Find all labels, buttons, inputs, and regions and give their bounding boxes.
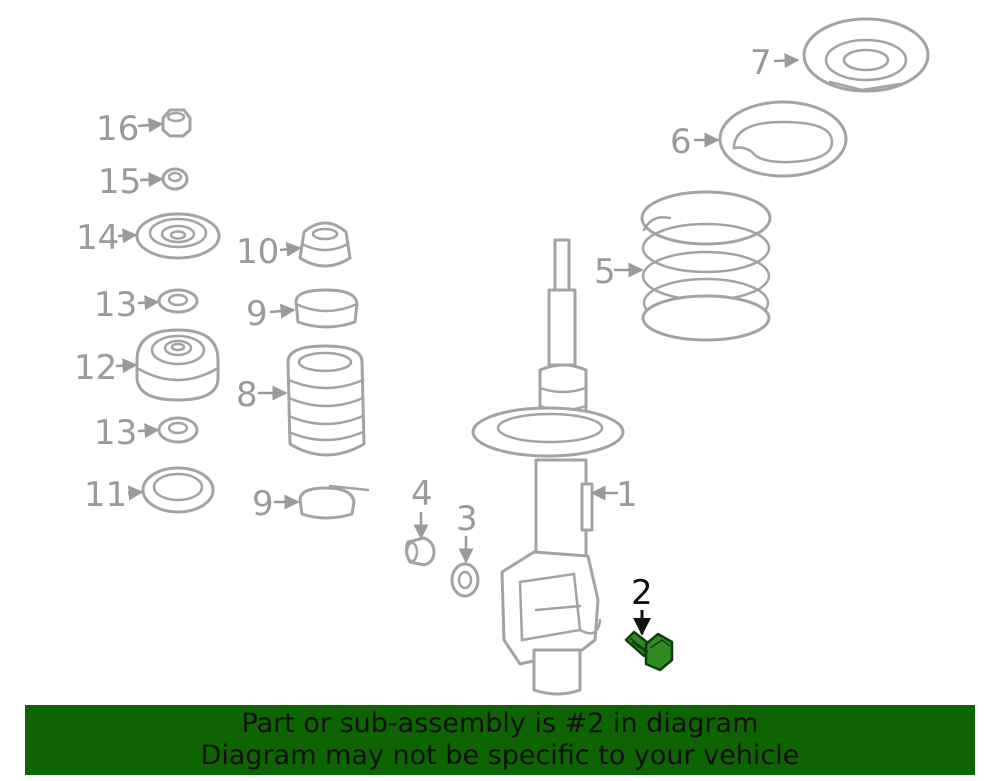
- part-7-spring-seat[interactable]: [802, 17, 930, 93]
- part-9-clip-upper[interactable]: [294, 288, 359, 329]
- callout-arrows: [115, 53, 800, 636]
- banner-line-disclaimer: Diagram may not be specific to your vehi…: [200, 740, 800, 771]
- banner-line-part: Part or sub-assembly is #2 in diagram: [241, 708, 759, 739]
- part-3-washer[interactable]: [450, 562, 480, 598]
- callout-15: 15: [98, 162, 141, 202]
- part-16-nut[interactable]: [161, 108, 192, 138]
- part-9-clip-lower[interactable]: [298, 484, 370, 520]
- callout-9-upper: 9: [246, 294, 268, 334]
- callout-4: 4: [411, 474, 433, 514]
- callout-12: 12: [74, 348, 117, 388]
- part-13-washer-upper[interactable]: [157, 288, 199, 314]
- part-10-bump-stop[interactable]: [298, 221, 352, 268]
- callout-11: 11: [84, 475, 127, 515]
- part-4-bushing[interactable]: [404, 536, 436, 567]
- callout-3: 3: [456, 499, 478, 539]
- part-8-dust-boot[interactable]: [286, 344, 366, 457]
- part-13-washer-lower[interactable]: [157, 416, 199, 444]
- part-15-washer[interactable]: [161, 167, 189, 191]
- part-6-isolator[interactable]: [718, 100, 848, 178]
- callout-14: 14: [76, 218, 119, 258]
- part-14-mount[interactable]: [135, 212, 221, 260]
- part-2-bolt[interactable]: [624, 630, 674, 672]
- info-banner: Part or sub-assembly is #2 in diagram Di…: [25, 705, 975, 775]
- part-11-ring[interactable]: [141, 466, 215, 514]
- callout-13-lower: 13: [94, 413, 137, 453]
- callout-9-lower: 9: [252, 484, 274, 524]
- callout-13-upper: 13: [94, 285, 137, 325]
- callout-10: 10: [236, 232, 279, 272]
- callout-7: 7: [750, 43, 772, 83]
- callout-6: 6: [670, 122, 692, 162]
- callout-16: 16: [96, 109, 139, 149]
- callout-1: 1: [616, 475, 638, 515]
- part-12-mount-assembly[interactable]: [135, 328, 220, 402]
- part-5-coil-spring[interactable]: [640, 190, 772, 342]
- part-1-strut[interactable]: [471, 238, 625, 696]
- callout-5: 5: [594, 252, 616, 292]
- callout-2-highlighted: 2: [631, 573, 653, 613]
- callout-8: 8: [236, 375, 258, 415]
